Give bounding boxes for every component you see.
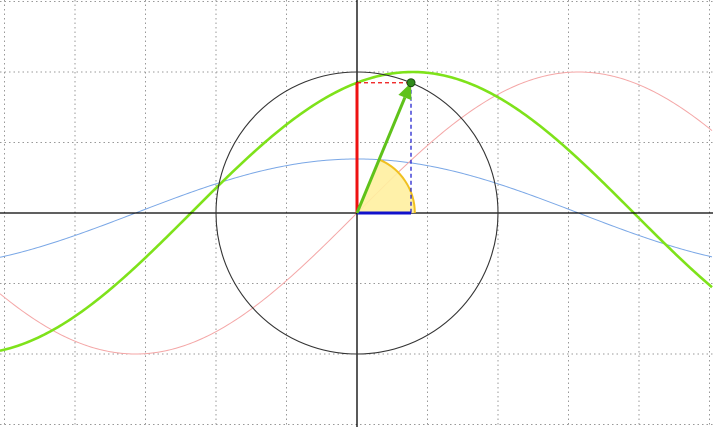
unit-circle [215,71,499,355]
unit-circle-group [215,71,499,355]
sine-curve [0,71,713,355]
vector-arrowhead [398,82,412,101]
circle-point [406,78,416,88]
radius-vector [355,96,407,214]
angle-arc [378,158,416,214]
angle-wedge [357,159,415,213]
overlay [355,78,416,215]
